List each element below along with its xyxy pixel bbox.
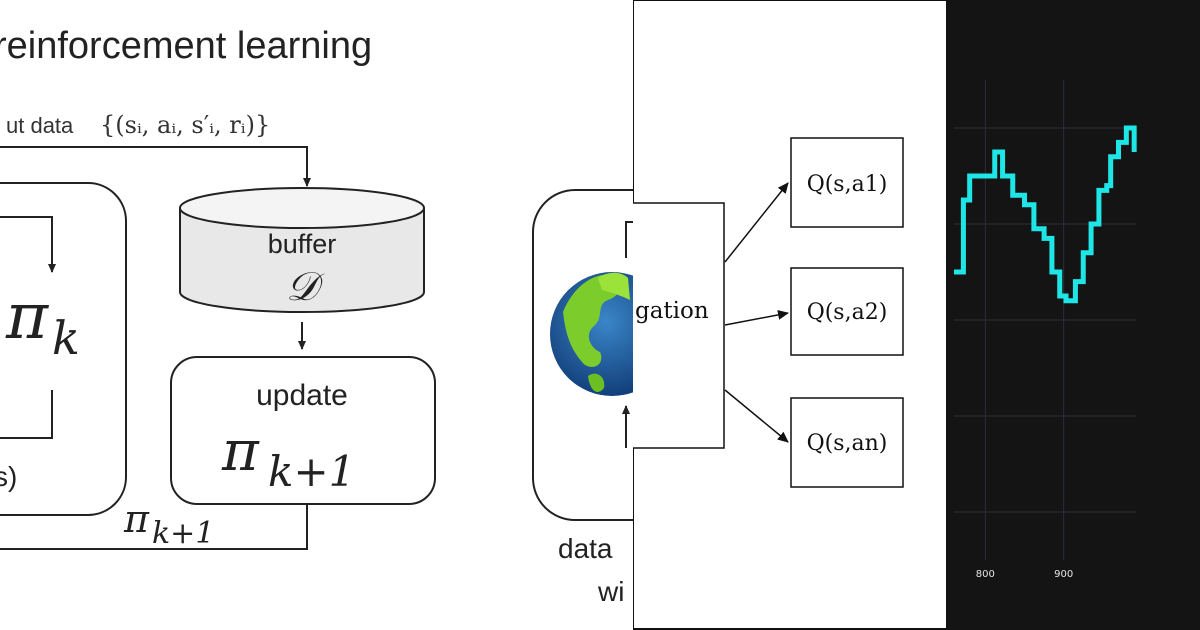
- rl-diagram: reinforcement learning ut data {(sᵢ, aᵢ,…: [0, 25, 633, 607]
- rl-diagram-panel: reinforcement learning ut data {(sᵢ, aᵢ,…: [0, 25, 633, 607]
- q-output-label: Q(s,an): [807, 431, 888, 456]
- input-data-label: ut data: [6, 113, 74, 138]
- input-data-formula: {(sᵢ, aᵢ, s′ᵢ, rᵢ)}: [100, 111, 270, 139]
- q-output-an: Q(s,an): [790, 397, 904, 488]
- source-box-label: gation: [635, 298, 709, 324]
- x-tick-label: 800: [976, 569, 995, 580]
- arrow-to-q-an: [724, 389, 789, 443]
- world-fragment-top: data: [558, 533, 613, 564]
- q-network-diagram: gation Q(s,a1) Q(s,a2) Q(s,an): [633, 0, 948, 630]
- globe-icon: [550, 272, 633, 396]
- arrow-to-q-a2: [724, 309, 789, 326]
- update-symbol: π: [221, 419, 260, 484]
- chart-series-line: [954, 125, 1137, 304]
- update-box: [170, 356, 436, 505]
- q-output-a2: Q(s,a2): [790, 267, 904, 356]
- line-chart: 800 900: [954, 80, 1137, 580]
- policy-box: [0, 182, 127, 516]
- x-tick-label: 900: [1054, 569, 1073, 580]
- source-box: [633, 202, 725, 449]
- world-inner-line-top: [625, 221, 633, 258]
- line-chart-panel: 800 900: [948, 0, 1200, 630]
- policy-inner-arrow: [0, 216, 56, 273]
- rl-title: reinforcement learning: [0, 25, 372, 67]
- buffer-cylinder-top: [179, 187, 425, 229]
- world-fragment-bottom: wi: [597, 576, 624, 607]
- q-output-label: Q(s,a1): [807, 172, 888, 197]
- policy-symbol: π: [5, 280, 49, 354]
- update-feedback-line: [0, 504, 308, 550]
- policy-box-fragment: s): [0, 461, 17, 492]
- input-to-buffer-arrow: [0, 146, 311, 187]
- q-network-panel: gation Q(s,a1) Q(s,a2) Q(s,an): [633, 0, 948, 630]
- feedback-symbol: π: [123, 497, 150, 541]
- arrow-to-q-a1: [724, 182, 789, 263]
- feedback-subscript: k+1: [152, 516, 214, 551]
- update-subscript: k+1: [268, 447, 355, 496]
- buffer-cylinder-body: [179, 208, 425, 313]
- update-label: update: [256, 379, 348, 412]
- chart-grid: [954, 80, 1136, 560]
- chart-x-ticks: 800 900: [976, 569, 1073, 580]
- q-output-label: Q(s,a2): [807, 300, 888, 325]
- policy-inner-line: [0, 390, 53, 439]
- policy-subscript: k: [52, 311, 80, 365]
- buffer-label: buffer: [268, 229, 337, 259]
- q-output-a1: Q(s,a1): [790, 137, 904, 228]
